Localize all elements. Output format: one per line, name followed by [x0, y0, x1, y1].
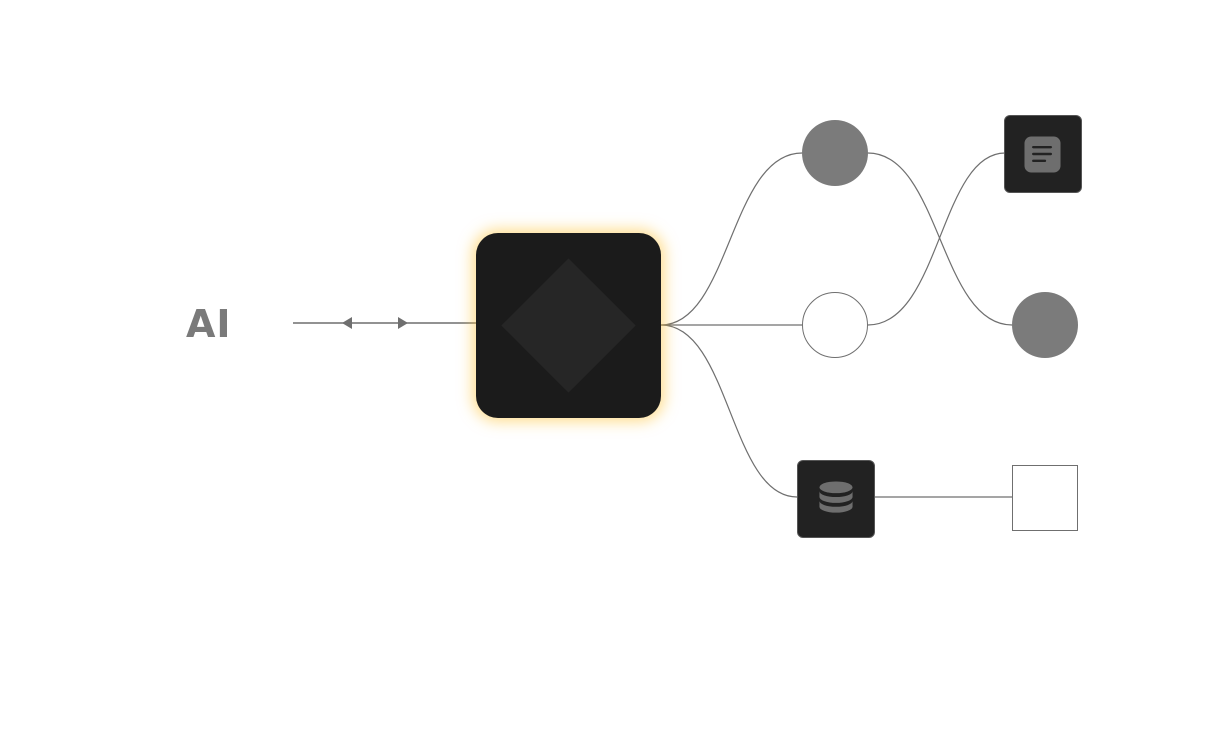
top-circle-node[interactable]: [802, 120, 868, 186]
middle-circle-node[interactable]: [802, 292, 868, 358]
database-node[interactable]: [797, 460, 875, 538]
document-node[interactable]: [1004, 115, 1082, 193]
left-arrow-icon: [342, 317, 352, 329]
hub-node[interactable]: [476, 233, 661, 418]
diamond-icon: [501, 258, 636, 393]
ai-label: AI: [186, 302, 232, 346]
hub-to-top-circle-link: [660, 152, 803, 326]
empty-square-node[interactable]: [1012, 465, 1078, 531]
top-circle-to-right-circle-link: [867, 152, 1013, 326]
document-icon: [1024, 136, 1061, 173]
database-icon: [819, 481, 853, 513]
hub-to-database-link: [660, 324, 798, 498]
middle-circle-to-document-link: [867, 152, 1006, 326]
right-circle-node[interactable]: [1012, 292, 1078, 358]
right-arrow-icon: [398, 317, 408, 329]
